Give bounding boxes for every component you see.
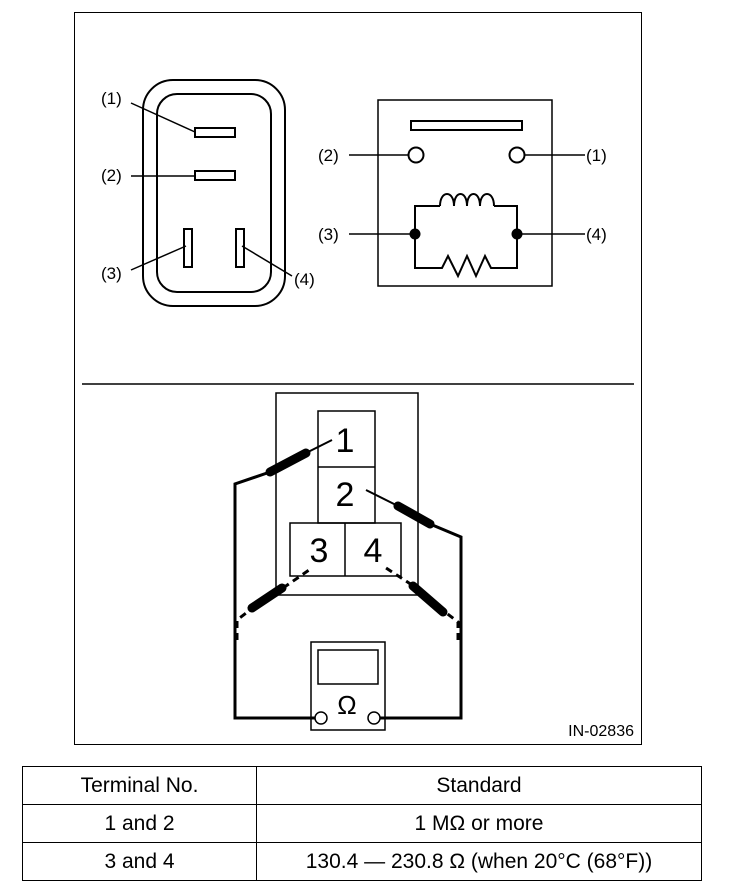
table-header-row: Terminal No. Standard	[22, 766, 702, 805]
resistor-zigzag	[414, 234, 518, 279]
connector-terminal-1	[194, 127, 236, 138]
probe-2	[393, 501, 435, 529]
terminal-1-circle	[508, 146, 526, 164]
figure-code: IN-02836	[568, 723, 634, 740]
ohmmeter-display	[317, 649, 379, 685]
coil-winding	[439, 193, 495, 207]
ohmmeter-jack-left	[314, 711, 328, 725]
probe-4	[408, 581, 448, 617]
terminal-3-dot	[409, 228, 421, 240]
connector-label-2: (2)	[101, 166, 122, 185]
test-terminal-1: 1	[336, 422, 355, 460]
ohm-symbol: Ω	[337, 690, 356, 720]
header-terminal-no: Terminal No.	[22, 766, 257, 805]
alt-lead-right	[444, 610, 460, 640]
test-terminal-4: 4	[364, 532, 383, 570]
figure-frame	[74, 12, 642, 745]
schematic-label-2: (2)	[318, 146, 339, 165]
terminal-cell: 3 and 4	[22, 842, 257, 881]
test-terminal-3: 3	[310, 532, 329, 570]
connector-terminal-2	[194, 170, 236, 181]
leader-line-3	[130, 245, 187, 271]
connector-inner-outline	[156, 93, 272, 293]
terminal-cell: 1 and 2	[22, 804, 257, 843]
connector-label-3: (3)	[101, 264, 122, 283]
alt-lead-left	[235, 608, 251, 640]
connector-label-1: (1)	[101, 89, 122, 108]
terminal-4-dot	[511, 228, 523, 240]
standard-cell: 1 MΩ or more	[256, 804, 702, 843]
ohmmeter-jack-right	[367, 711, 381, 725]
ohmmeter-body	[310, 641, 386, 731]
connector-terminal-4	[235, 228, 245, 268]
schematic-label-4: (4)	[586, 225, 607, 244]
table-row: 1 and 2 1 MΩ or more	[22, 804, 702, 843]
terminal-2-circle	[407, 146, 425, 164]
test-terminal-2: 2	[336, 476, 355, 514]
schematic-label-1: (1)	[586, 146, 607, 165]
test-lead-left	[233, 470, 315, 720]
connector-outer-outline	[142, 79, 286, 307]
coil-wire-right	[494, 205, 518, 234]
schematic-box	[377, 99, 553, 287]
relay-contact-bar	[410, 120, 523, 131]
spec-table: Terminal No. Standard 1 and 2 1 MΩ or mo…	[22, 766, 702, 881]
test-lead-right	[380, 522, 463, 720]
coil-wire-left	[414, 205, 440, 234]
header-standard: Standard	[256, 766, 702, 805]
schematic-label-3: (3)	[318, 225, 339, 244]
probe-3	[247, 583, 287, 613]
connector-label-4: (4)	[294, 270, 315, 289]
relay-housing	[275, 392, 419, 596]
connector-terminal-3	[183, 228, 193, 268]
leader-line-4	[241, 245, 293, 277]
leader-line-1	[130, 102, 196, 133]
probe-1	[265, 448, 311, 477]
table-row: 3 and 4 130.4 — 230.8 Ω (when 20°C (68°F…	[22, 842, 702, 881]
standard-cell: 130.4 — 230.8 Ω (when 20°C (68°F))	[256, 842, 702, 881]
